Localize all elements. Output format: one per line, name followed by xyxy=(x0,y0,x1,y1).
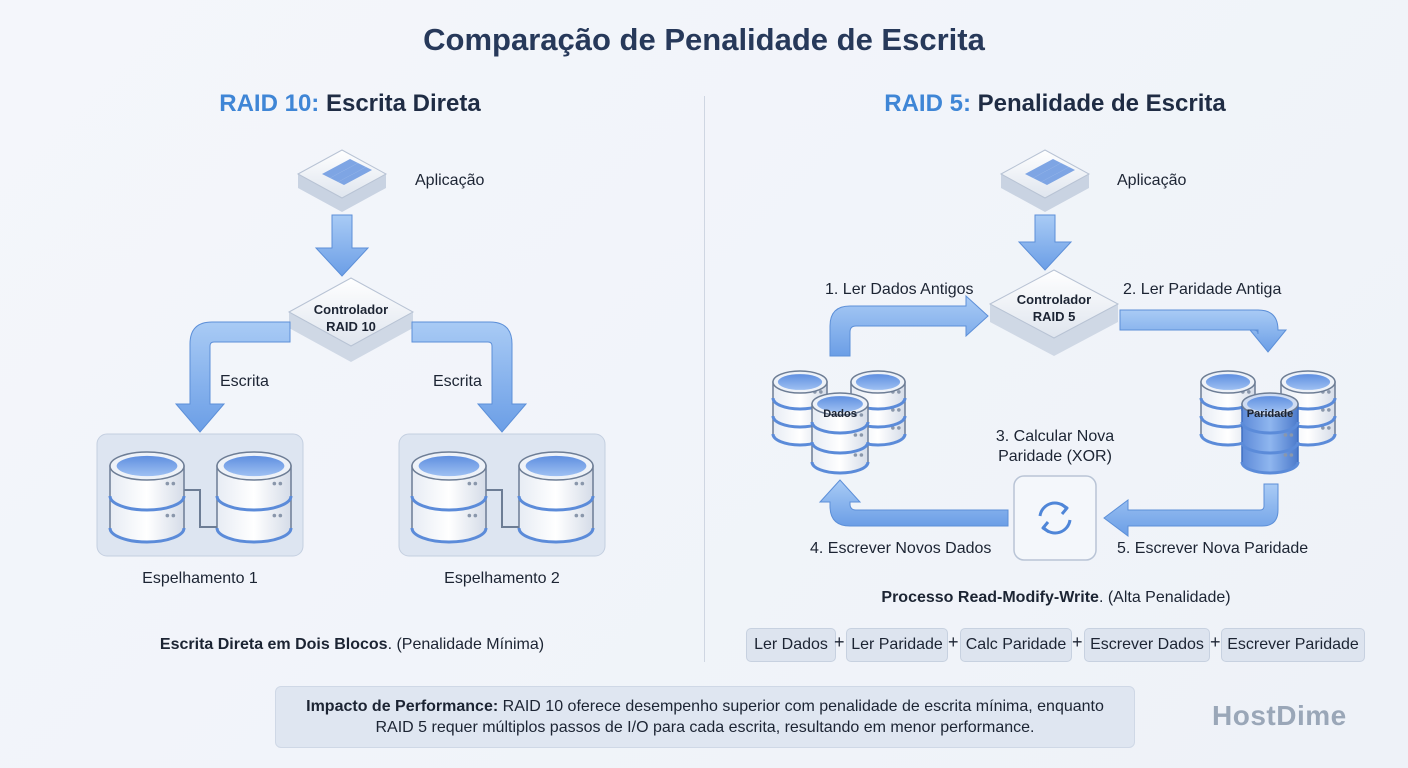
raid5-disks xyxy=(771,370,1337,475)
raid10-right-write-label: Escrita xyxy=(433,373,482,390)
raid5-app-icon xyxy=(999,149,1091,212)
step3-line1: 3. Calcular Nova xyxy=(995,428,1115,445)
plus-sign: + xyxy=(1210,632,1221,652)
impact-box: Impacto de Performance: RAID 10 oferece … xyxy=(275,686,1135,748)
raid5-caption: Processo Read-Modify-Write. (Alta Penali… xyxy=(800,589,1312,607)
step1-label: 1. Ler Dados Antigos xyxy=(825,281,974,298)
raid10-app-label: Aplicação xyxy=(415,172,485,189)
mirror2-disk-a-icon xyxy=(410,451,488,544)
step4-arrow xyxy=(818,479,1009,527)
impact-line2: RAID 5 requer múltiplos passos de I/O pa… xyxy=(375,719,1035,736)
raid10-left-write-label: Escrita xyxy=(220,373,269,390)
raid10-disks xyxy=(108,451,595,544)
raid10-down-arrow xyxy=(314,214,370,277)
raid5-controller-box xyxy=(988,269,1120,356)
raid5-caption-bold: Processo Read-Modify-Write xyxy=(881,589,1099,606)
parity-disk-front-icon xyxy=(1240,392,1300,475)
op-pill-write-data: Escrever Dados xyxy=(1084,628,1210,662)
op-pill-read-data: Ler Dados xyxy=(746,628,836,662)
step3-line2: Paridade (XOR) xyxy=(998,448,1112,465)
section-divider xyxy=(704,96,705,662)
op-pill-read-parity: Ler Paridade xyxy=(846,628,948,662)
step4-label: 4. Escrever Novos Dados xyxy=(810,540,992,557)
plus-sign: + xyxy=(948,632,959,652)
mirror1-label: Espelhamento 1 xyxy=(142,570,258,587)
raid10-left-arrow xyxy=(174,321,291,433)
raid10-title-accent: RAID 10: xyxy=(219,90,320,117)
raid10-controller-line1: Controlador xyxy=(313,302,389,317)
raid5-down-arrow xyxy=(1017,214,1073,271)
mirror2-disk-b-icon xyxy=(517,451,595,544)
step5-arrow xyxy=(1103,483,1279,537)
step3-label: 3. Calcular Nova Paridade (XOR) xyxy=(985,427,1125,467)
impact-line1: Impacto de Performance: RAID 10 oferece … xyxy=(276,687,1134,717)
step5-label: 5. Escrever Nova Paridade xyxy=(1117,540,1309,557)
data-disk-label: Dados xyxy=(823,408,857,420)
step2-label: 2. Ler Paridade Antiga xyxy=(1123,281,1282,298)
raid10-right-arrow xyxy=(411,321,528,433)
raid5-caption-rest: . (Alta Penalidade) xyxy=(1098,589,1231,606)
op-pill-write-parity: Escrever Paridade xyxy=(1221,628,1365,662)
raid5-app-label: Aplicação xyxy=(1117,172,1187,189)
impact-bold: Impacto de Performance: xyxy=(306,698,499,715)
raid10-caption-bold: Escrita Direta em Dois Blocos xyxy=(159,636,388,653)
impact-line1-rest: RAID 10 oferece desempenho superior com … xyxy=(498,698,1104,715)
raid5-controller-line1: Controlador xyxy=(1016,292,1092,307)
raid5-controller-line2: RAID 5 xyxy=(1032,309,1076,324)
raid10-caption: Escrita Direta em Dois Blocos. (Penalida… xyxy=(100,636,604,654)
data-disk-front-icon xyxy=(810,392,870,475)
step1-arrow xyxy=(829,294,989,357)
raid5-title-accent: RAID 5: xyxy=(884,90,971,117)
step2-arrow xyxy=(1119,309,1288,353)
parity-disk-label: Paridade xyxy=(1246,408,1294,420)
raid5-title: RAID 5: Penalidade de Escrita xyxy=(820,90,1290,118)
raid10-title: RAID 10: Escrita Direta xyxy=(150,90,550,118)
mirror1-disk-a-icon xyxy=(108,451,186,544)
raid10-controller-box xyxy=(287,277,415,362)
mirror2-label: Espelhamento 2 xyxy=(444,570,560,587)
raid5-controller-label: Controlador RAID 5 xyxy=(994,291,1114,325)
xor-box xyxy=(1013,475,1097,561)
raid10-controller-label: Controlador RAID 10 xyxy=(291,301,411,335)
raid10-controller-line2: RAID 10 xyxy=(326,319,376,334)
raid10-title-rest: Escrita Direta xyxy=(319,90,481,117)
raid10-app-icon xyxy=(296,149,388,212)
sync-icon xyxy=(1038,501,1072,535)
plus-sign: + xyxy=(834,632,845,652)
op-pill-calc-parity: Calc Paridade xyxy=(960,628,1072,662)
raid5-title-rest: Penalidade de Escrita xyxy=(970,90,1226,117)
brand-logo: HostDime xyxy=(1212,700,1347,731)
plus-sign: + xyxy=(1072,632,1083,652)
raid10-caption-rest: . (Penalidade Mínima) xyxy=(387,636,545,653)
mirror1-disk-b-icon xyxy=(215,451,293,544)
page-title: Comparação de Penalidade de Escrita xyxy=(423,22,985,57)
